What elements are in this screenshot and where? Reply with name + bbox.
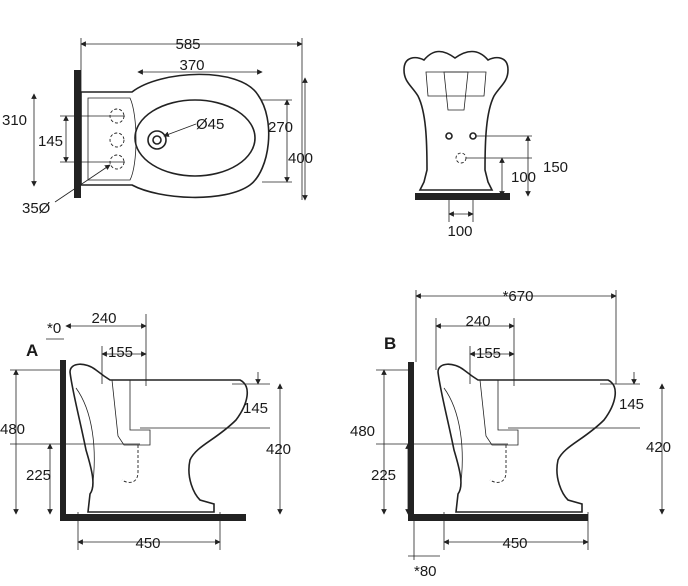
rear-outline (403, 50, 509, 191)
wall-b (408, 362, 414, 520)
dim-100-vertical: 100 (511, 169, 536, 186)
dim-hole-45: Ø45 (196, 116, 224, 133)
dim-450-b: 450 (502, 535, 527, 552)
dim-585: 585 (175, 36, 200, 53)
inlet-left (445, 132, 453, 140)
bowl-outline (134, 99, 256, 177)
floor-a (60, 514, 246, 521)
dim-450-a: 450 (135, 535, 160, 552)
floor-section (415, 193, 510, 200)
dim-155-a: 155 (108, 344, 133, 361)
dim-gap-0: *0 (47, 320, 61, 337)
leader-45 (163, 123, 197, 137)
dim-420-b: 420 (646, 439, 671, 456)
deck-outline (87, 97, 137, 181)
floor-b (408, 514, 588, 521)
dim-270: 270 (268, 119, 293, 136)
supply-hose-a (75, 387, 95, 491)
dim-240-a: 240 (91, 310, 116, 327)
side-outline-b (437, 363, 616, 513)
dim-225-a: 225 (26, 467, 51, 484)
dim-370: 370 (179, 57, 204, 74)
inlet-right (469, 132, 477, 140)
dim-145: 145 (38, 133, 63, 150)
trap-b (479, 379, 519, 446)
drain-hole-inner (152, 135, 162, 145)
dim-tap-35: 35Ø (22, 200, 51, 217)
dim-240-b: 240 (465, 313, 490, 330)
dim-310: 310 (2, 112, 27, 129)
dim-145-a: 145 (243, 400, 268, 417)
dim-155-b: 155 (476, 345, 501, 362)
dim-400: 400 (288, 150, 313, 167)
top-view: 585 370 310 145 Ø45 270 400 35Ø (2, 36, 313, 217)
wall-a (60, 360, 66, 520)
supply-hose-b (443, 387, 463, 491)
tap-hole-middle (109, 132, 125, 148)
side-view-a: A 240 *0 155 480 145 420 225 450 (0, 310, 291, 552)
leader-35 (54, 164, 111, 203)
dim-145-b: 145 (619, 396, 644, 413)
dim-670: *670 (503, 288, 534, 305)
trap-a (111, 379, 151, 446)
dim-gap-80: *80 (414, 563, 437, 580)
waste-pipe-a (121, 445, 139, 483)
label-a: A (26, 341, 38, 360)
dim-100-horizontal: 100 (447, 223, 472, 240)
dim-480-b: 480 (350, 423, 375, 440)
label-b: B (384, 334, 396, 353)
wall-section (74, 70, 81, 198)
rear-view: 150 100 100 (403, 50, 568, 240)
dim-150: 150 (543, 159, 568, 176)
dim-480-a: 480 (0, 421, 25, 438)
waste-pipe-b (489, 445, 507, 483)
rear-spout-detail (443, 71, 469, 111)
dim-420-a: 420 (266, 441, 291, 458)
side-outline-a (69, 363, 248, 513)
dim-225-b: 225 (371, 467, 396, 484)
side-view-b: B *670 240 155 480 145 420 225 450 (350, 288, 671, 580)
